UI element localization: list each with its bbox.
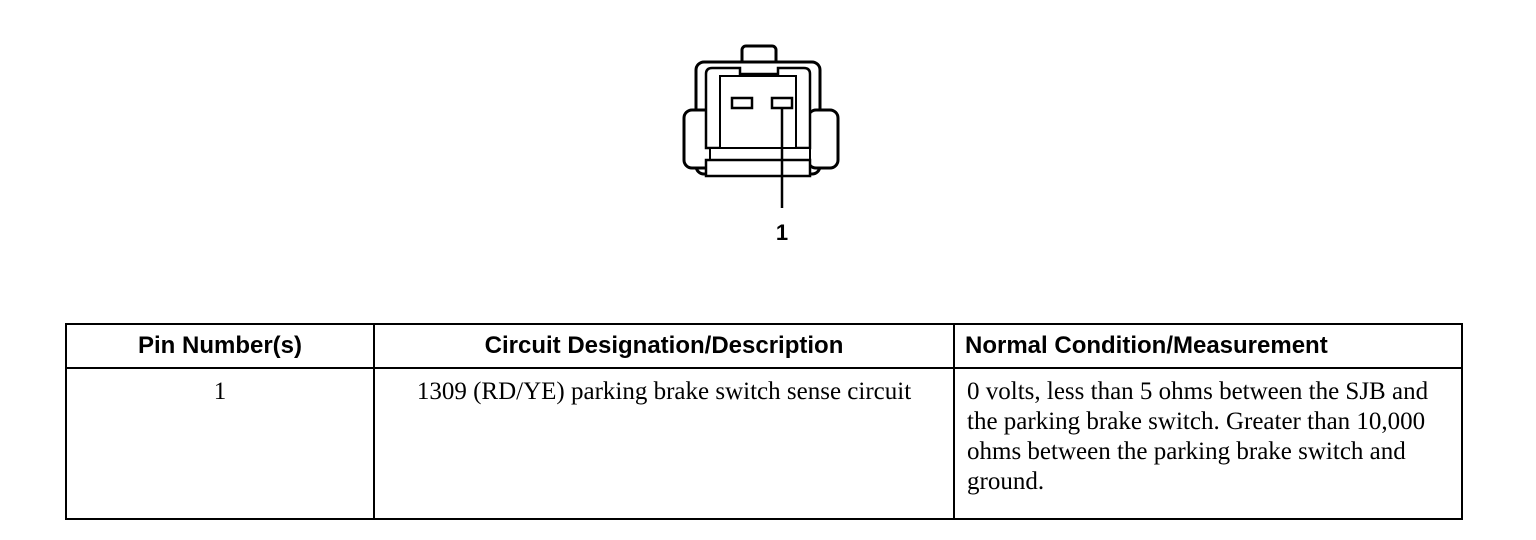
pin-2-slot: [730, 96, 754, 110]
header-normal-condition: Normal Condition/Measurement: [953, 323, 1463, 369]
header-circuit-designation: Circuit Designation/Description: [373, 323, 955, 369]
pinout-table: Pin Number(s) Circuit Designation/Descri…: [65, 323, 1463, 520]
connector-diagram: 1: [676, 40, 856, 260]
cell-normal-condition: 0 volts, less than 5 ohms between the SJ…: [953, 367, 1463, 520]
table-row: 1 1309 (RD/YE) parking brake switch sens…: [65, 367, 1463, 520]
cell-pin-number: 1: [65, 367, 375, 520]
two-pin-connector-icon: 1: [682, 44, 840, 245]
table-header-row: Pin Number(s) Circuit Designation/Descri…: [65, 323, 1463, 369]
cell-circuit-designation: 1309 (RD/YE) parking brake switch sense …: [373, 367, 955, 520]
header-pin-number: Pin Number(s): [65, 323, 375, 369]
pin-callout-label: 1: [776, 220, 788, 245]
pin-1-slot: [770, 96, 794, 110]
